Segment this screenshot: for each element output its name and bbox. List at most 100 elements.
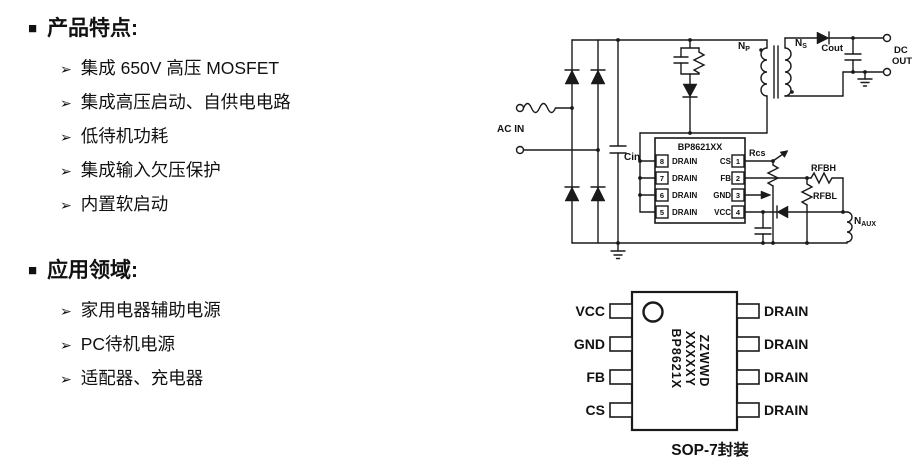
diode-icon (590, 69, 606, 85)
svg-text:3: 3 (736, 191, 740, 200)
arrow-bullet-icon: ➢ (60, 163, 72, 179)
primary-winding-icon (760, 47, 768, 97)
package-body: BP8621X XXXXXY ZZWWD (630, 290, 739, 432)
application-item: ➢ PC待机电源 (60, 334, 221, 356)
section-product-features: ■ 产品特点: ➢ 集成 650V 高压 MOSFET ➢ 集成高压启动、自供电… (28, 16, 291, 228)
pin1-marker-icon (642, 301, 664, 323)
fuse-icon (522, 102, 557, 114)
cin-label: Cin (624, 152, 640, 163)
pin-label-fb: FB (586, 369, 605, 385)
arrow-bullet-icon: ➢ (60, 129, 72, 145)
diode-icon (564, 69, 580, 85)
diode-icon (564, 186, 580, 202)
svg-text:1: 1 (736, 157, 740, 166)
chip-marking: BP8621X XXXXXY ZZWWD (669, 329, 711, 394)
rfbh-resistor-icon (810, 171, 833, 185)
cout-label: Cout (821, 43, 843, 54)
pin-label-cs: CS (586, 402, 605, 418)
pin-label-drain: DRAIN (764, 303, 808, 319)
svg-text:DRAIN: DRAIN (672, 208, 698, 217)
feature-item: ➢ 低待机功耗 (60, 126, 291, 148)
rcs-label: Rcs (749, 148, 766, 158)
ns-label: NS (795, 38, 807, 50)
rfbl-label: RFBL (813, 191, 837, 201)
svg-text:6: 6 (660, 191, 664, 200)
svg-text:7: 7 (660, 174, 664, 183)
chip-pin-fb: FB 2 (720, 171, 745, 185)
chip-pin-cs: CS 1 (720, 154, 745, 168)
transformer: NP NS (639, 38, 807, 134)
diode-icon (682, 83, 698, 98)
pin-label-drain: DRAIN (764, 369, 808, 385)
chip-ic: BP8621XX 8 DRAIN 7 DRAIN 6 DRAIN (639, 132, 746, 224)
svg-text:DRAIN: DRAIN (672, 191, 698, 200)
svg-text:5: 5 (660, 208, 664, 217)
ac-in-label: AC IN (497, 124, 524, 135)
application-item-text: 家用电器辅助电源 (80, 300, 221, 320)
secondary-winding-icon (784, 47, 792, 97)
features-heading-text: 产品特点: (47, 17, 139, 40)
svg-text:4: 4 (736, 208, 741, 217)
application-item-text: 适配器、充电器 (80, 368, 204, 388)
chip-pin-gnd: GND 3 (713, 188, 745, 202)
feature-item-text: 集成高压启动、自供电电路 (80, 92, 291, 112)
svg-text:FB: FB (720, 174, 731, 183)
svg-text:GND: GND (713, 191, 731, 200)
rfbl-resistor-icon (800, 183, 814, 206)
chip-pin-drain-7: 7 DRAIN (639, 171, 698, 185)
junction-dots (570, 36, 867, 245)
ac-input: AC IN (497, 102, 599, 155)
dc-out-label: DC (894, 45, 908, 56)
bridge-rectifier (564, 39, 606, 244)
applications-heading: ■ 应用领域: (28, 258, 221, 284)
chip-pin-drain-5: 5 DRAIN (639, 205, 698, 219)
pin-label-vcc: VCC (575, 303, 605, 319)
feature-item: ➢ 内置软启动 (60, 194, 291, 216)
package-right-pins: DRAIN DRAIN DRAIN DRAIN (736, 303, 808, 418)
application-circuit-schematic: AC IN Cin (497, 31, 912, 260)
feature-item: ➢ 集成 650V 高压 MOSFET (60, 58, 291, 80)
svg-text:8: 8 (660, 157, 664, 166)
application-item: ➢ 适配器、充电器 (60, 368, 221, 390)
chip-pin-vcc: VCC 4 (714, 205, 745, 219)
square-bullet-icon: ■ (28, 262, 38, 279)
applications-heading-text: 应用领域: (47, 259, 139, 282)
arrow-icon (779, 150, 789, 158)
vcc-network: NAUX (744, 205, 876, 244)
rfbh-label: RFBH (811, 163, 836, 173)
aux-winding-icon (846, 211, 853, 244)
feature-item-text: 低待机功耗 (80, 126, 169, 146)
cs-network: Rcs (744, 148, 789, 244)
feature-item: ➢ 集成高压启动、自供电电路 (60, 92, 291, 114)
naux-label: NAUX (854, 216, 876, 228)
pin-label-gnd: GND (574, 336, 605, 352)
package-caption: SOP-7封装 (671, 442, 749, 459)
application-item-text: PC待机电源 (80, 334, 176, 354)
gnd-network (744, 190, 772, 200)
arrow-bullet-icon: ➢ (60, 197, 72, 213)
rcs-resistor-icon (766, 164, 780, 187)
arrow-bullet-icon: ➢ (60, 95, 72, 111)
section-applications: ■ 应用领域: ➢ 家用电器辅助电源 ➢ PC待机电源 ➢ 适配器、充电器 (28, 258, 221, 402)
np-label: NP (738, 41, 750, 53)
svg-text:VCC: VCC (714, 208, 731, 217)
diode-icon (776, 205, 789, 219)
chip-title: BP8621XX (678, 142, 723, 152)
arrow-icon (760, 190, 772, 200)
output-stage: Cout DC OUT (784, 31, 912, 97)
feature-item-text: 内置软启动 (80, 194, 169, 214)
diode-icon (816, 31, 830, 45)
package-drawing-sop7: BP8621X XXXXXY ZZWWD VCC GND FB CS DRAIN… (574, 290, 808, 432)
snubber-clamp (673, 39, 706, 134)
features-heading: ■ 产品特点: (28, 16, 291, 42)
cin-capacitor: Cin (609, 39, 640, 260)
diode-icon (590, 186, 606, 202)
arrow-bullet-icon: ➢ (60, 371, 72, 387)
pin-label-drain: DRAIN (764, 336, 808, 352)
dc-out-label: OUT (892, 56, 912, 67)
svg-text:2: 2 (736, 174, 740, 183)
feature-item-text: 集成 650V 高压 MOSFET (80, 58, 280, 78)
arrow-bullet-icon: ➢ (60, 61, 72, 77)
square-bullet-icon: ■ (28, 20, 38, 37)
